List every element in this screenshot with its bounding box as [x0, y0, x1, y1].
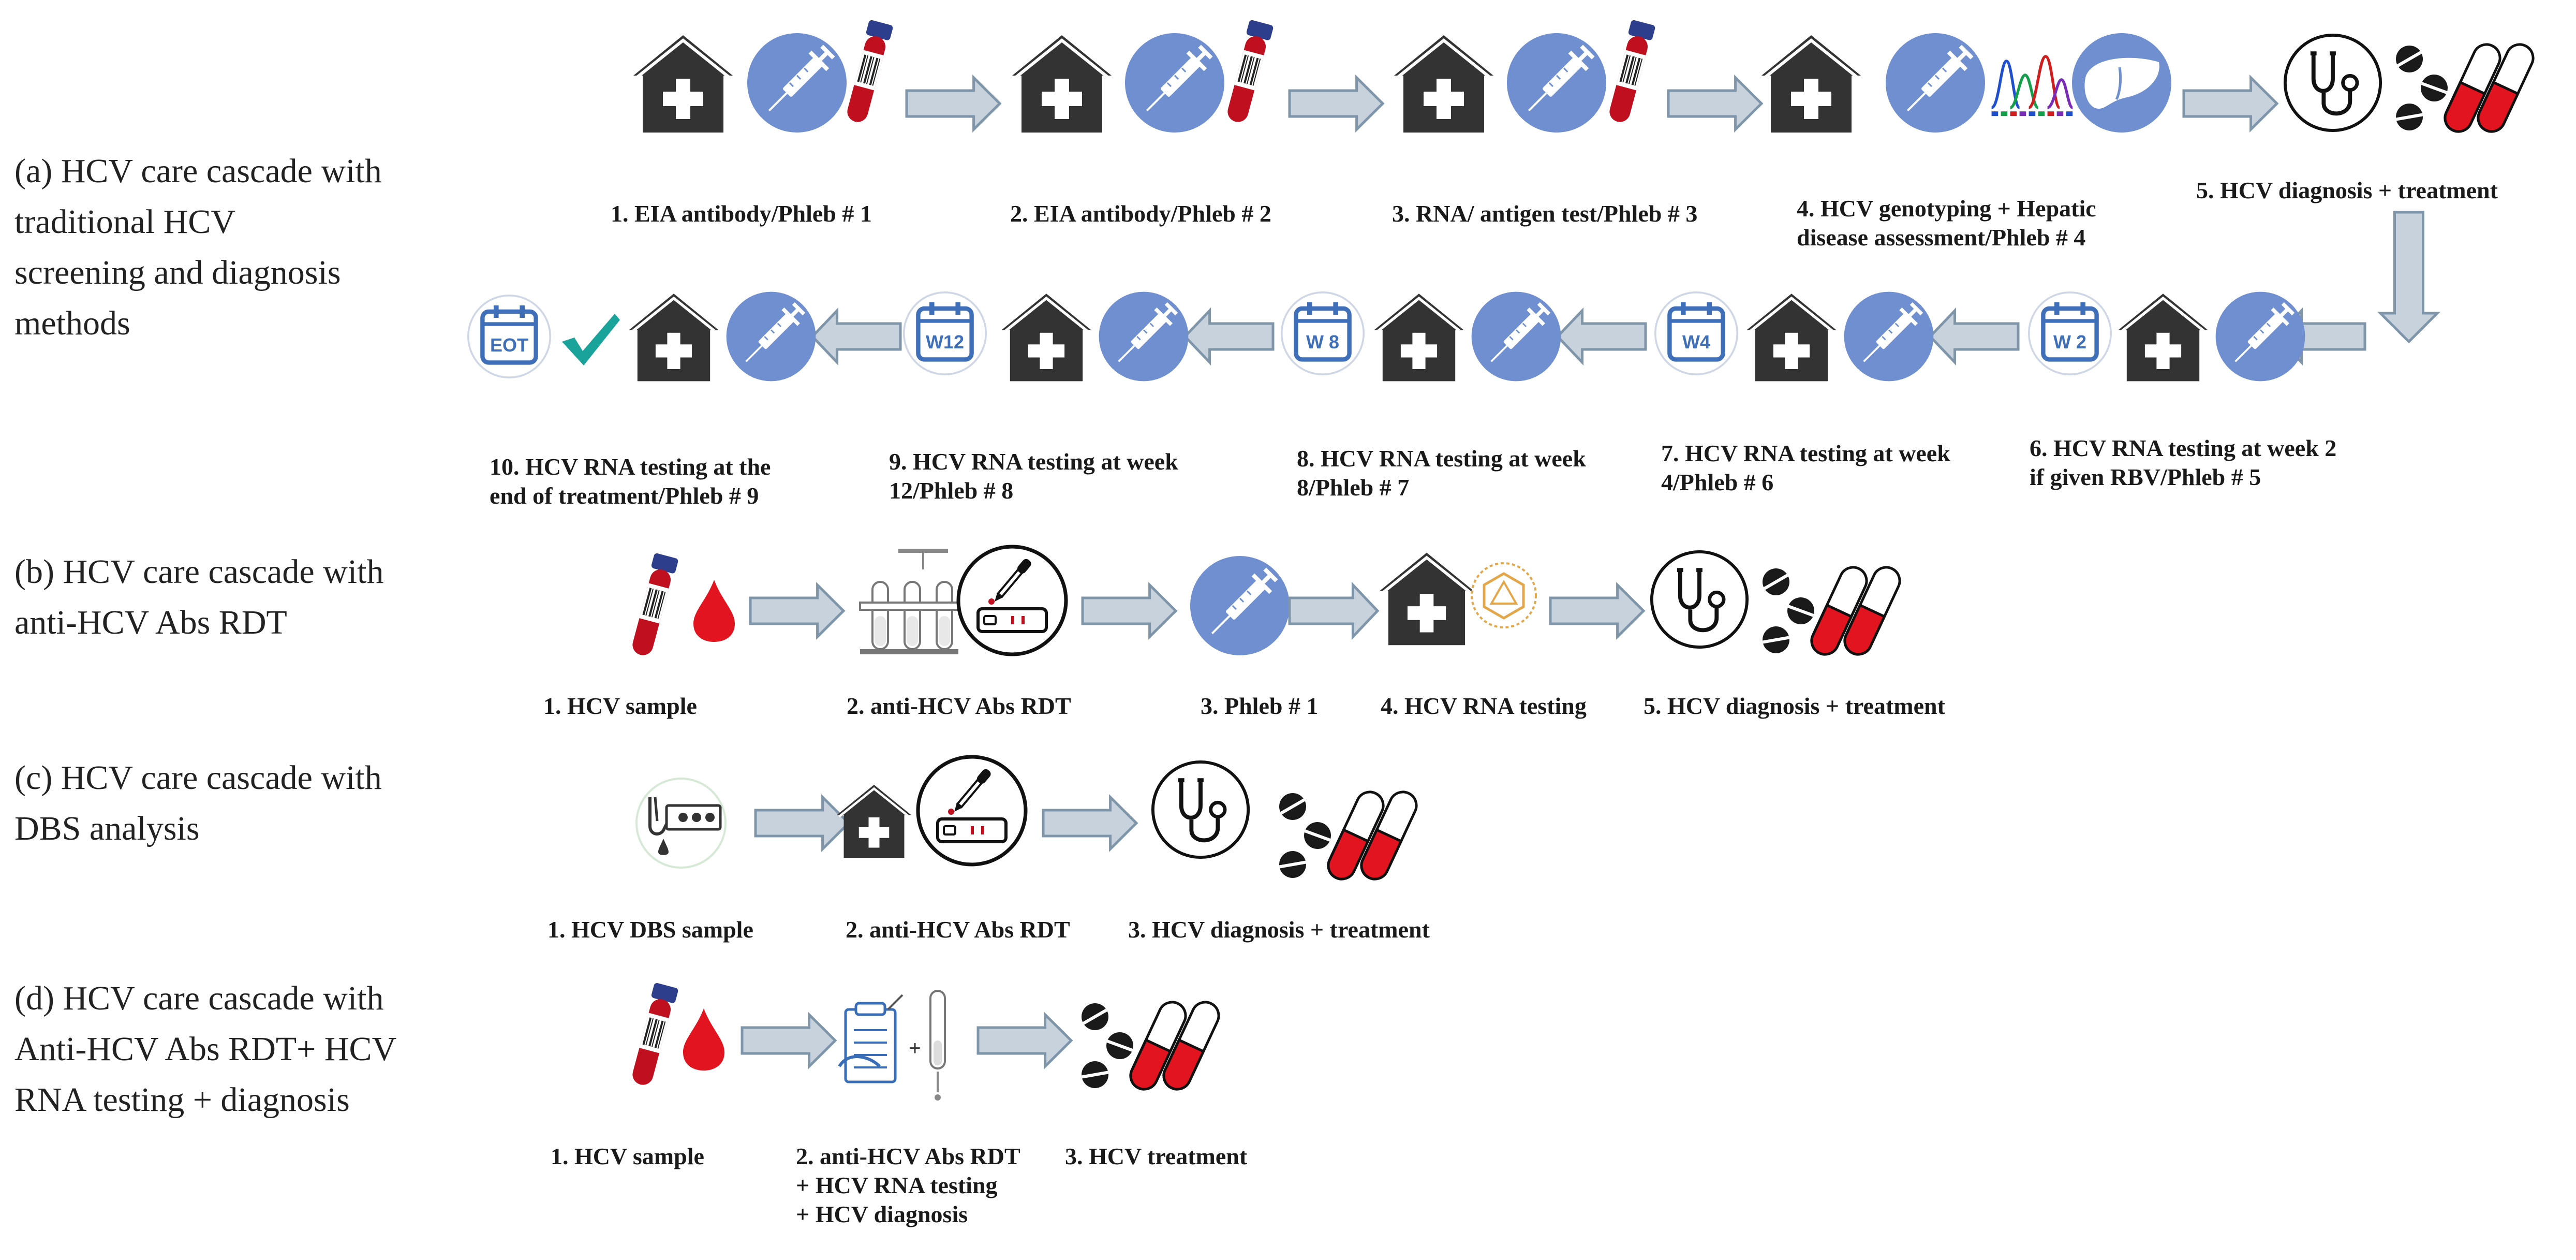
- panel-b-step-1-label: 1. HCV sample: [543, 693, 697, 719]
- panel-b-step-4-label: 4. HCV RNA testing: [1381, 693, 1587, 719]
- panel-a-calendar-icon-w12: W12: [902, 291, 987, 376]
- panel-a-arrow-2: [1288, 74, 1385, 133]
- panel-a-hospital-icon-1: [633, 35, 733, 133]
- panel-b-hcv-virus-shape: [1471, 562, 1537, 628]
- panel-a-calendar-icon-w2: W 2: [2027, 291, 2112, 376]
- panel-a-arrow-4: [2182, 74, 2279, 133]
- panel-a-hospital-icon-9: [629, 294, 719, 382]
- panel-b-pills-capsules-icon: [1762, 566, 1901, 656]
- panel-a-arrow-7: [1556, 307, 1647, 366]
- panel-a-liver-assessment-icon: [2072, 33, 2171, 133]
- panel-a-blood-tube-icon-3: [1609, 20, 1655, 122]
- panel-a-hospital-icon-7: [1374, 294, 1464, 382]
- panel-a-step-5-label: 5. HCV diagnosis + treatment: [2196, 177, 2498, 203]
- panel-d-blood-tube-icon: [632, 983, 678, 1085]
- panel-a-syringe-icon-1: [747, 33, 847, 133]
- panel-a-syringe-icon-2: [1125, 33, 1224, 133]
- panel-a-calendar-icon-w12-text: W12: [926, 331, 964, 353]
- panel-a-syringe-icon-4: [1886, 33, 1985, 133]
- panel-a-syringe-icon-3: [1507, 33, 1606, 133]
- panel-a-step-4-label: 4. HCV genotyping + Hepatic disease asse…: [1797, 195, 2096, 251]
- panel-a-calendar-icon-w8: W 8: [1280, 291, 1365, 376]
- panel-c-stethoscope-icon: [1151, 760, 1250, 859]
- panel-a-calendar-icon-w2-text: W 2: [2053, 331, 2086, 353]
- panel-c-pills-capsules-icon: [1279, 790, 1418, 881]
- panel-b-arrow-1: [749, 581, 846, 640]
- panel-a-hospital-icon-6: [1746, 294, 1837, 382]
- panel-d-step-3-label: 3. HCV treatment: [1065, 1143, 1248, 1169]
- panel-a-calendar-icon-eot: EOT: [467, 295, 552, 379]
- panel-b-stethoscope-icon: [1650, 550, 1749, 649]
- panel-a-arrow-6: [1928, 307, 2020, 366]
- panel-a-step-7-label: 7. HCV RNA testing at week 4/Phleb # 6: [1661, 440, 1950, 495]
- svg-text:+: +: [909, 1037, 921, 1060]
- panel-b-title: (b) HCV care cascade with anti-HCV Abs R…: [14, 553, 384, 641]
- panel-a-blood-tube-icon-1: [847, 20, 893, 122]
- panel-b-blood-drop-icon: [693, 580, 735, 642]
- panel-a-stethoscope-icon-1: [2283, 33, 2382, 133]
- panel-c-step-1-label: 1. HCV DBS sample: [547, 916, 753, 943]
- panel-a-check-icon: [562, 314, 620, 365]
- panel-b-step-2-label: 2. anti-HCV Abs RDT: [847, 693, 1071, 719]
- panel-a-syringe-icon-8: [1099, 291, 1189, 382]
- panel-b-arrow-2: [1081, 581, 1178, 640]
- panel-a-step-10-label: 10. HCV RNA testing at the end of treatm…: [490, 453, 771, 509]
- panel-b-test-tubes-icon: [859, 549, 959, 654]
- panel-a-calendar-icon-w8-text: W 8: [1306, 331, 1339, 353]
- panel-a-dna-genotyping-icon: [1991, 55, 2074, 116]
- panel-a-arrow-down: [2377, 211, 2441, 344]
- panel-c-arrow-2: [1042, 794, 1138, 853]
- panel-a-arrow-3: [1667, 74, 1764, 133]
- panel-a-step-2-label: 2. EIA antibody/Phleb # 2: [1010, 200, 1271, 227]
- panel-c-dbs-card-icon: [635, 778, 727, 869]
- panel-a-title: (a) HCV care cascade with traditional HC…: [14, 152, 382, 342]
- panel-b-step-5-label: 5. HCV diagnosis + treatment: [1644, 693, 1945, 719]
- panel-a-calendar-icon-eot-text: EOT: [490, 334, 528, 356]
- panel-a-step-9-label: 9. HCV RNA testing at week 12/Phleb # 8: [889, 448, 1178, 504]
- panel-a-syringe-icon-6: [1844, 291, 1934, 382]
- panel-a-calendar-icon-w4-text: W4: [1682, 331, 1710, 353]
- panel-d-pills-capsules-icon: [1081, 1001, 1220, 1091]
- panel-a-step-6-label: 6. HCV RNA testing at week 2 if given RB…: [2030, 435, 2337, 490]
- panel-a-arrow-9: [810, 307, 902, 366]
- panel-a-calendar-icon-w4: W4: [1654, 291, 1739, 376]
- panel-b-step-3-label: 3. Phleb # 1: [1201, 693, 1319, 719]
- panel-c-step-3-label: 3. HCV diagnosis + treatment: [1128, 916, 1430, 943]
- panel-a-arrow-8: [1183, 307, 1275, 366]
- panel-a-hospital-icon-3: [1394, 35, 1493, 133]
- panel-d-title: (d) HCV care cascade with Anti-HCV Abs R…: [14, 979, 397, 1119]
- panel-d-arrow-2: [976, 1011, 1073, 1070]
- panel-a-step-3-label: 3. RNA/ antigen test/Phleb # 3: [1392, 200, 1698, 227]
- panel-c-step-2-label: 2. anti-HCV Abs RDT: [846, 916, 1070, 943]
- panel-c-hospital-icon: [837, 785, 911, 858]
- panel-a-hospital-icon-2: [1012, 35, 1112, 133]
- panel-a-step-1-label: 1. EIA antibody/Phleb # 1: [611, 200, 872, 227]
- panel-a-arrow-1: [905, 74, 1002, 133]
- panel-a-hospital-icon-4: [1761, 35, 1861, 133]
- panel-c-arrow-1: [754, 794, 851, 853]
- panel-a-hospital-icon-8: [1001, 294, 1091, 382]
- panel-b-arrow-4: [1549, 581, 1646, 640]
- panel-b-arrow-3: [1288, 581, 1380, 640]
- panel-b-syringe-icon: [1190, 556, 1290, 655]
- panel-d-arrow-1: [741, 1011, 837, 1070]
- panel-c-rdt-icon: [916, 755, 1028, 867]
- panel-a-hospital-icon-5: [2118, 294, 2208, 382]
- panel-b-blood-tube-icon: [632, 553, 678, 655]
- panel-a-step-8-label: 8. HCV RNA testing at week 8/Phleb # 7: [1297, 445, 1586, 501]
- panel-d-blood-drop-icon: [683, 1008, 724, 1071]
- panel-d-step-1-label: 1. HCV sample: [551, 1143, 704, 1169]
- panel-a-syringe-icon-9: [726, 291, 816, 382]
- panel-d-clipboard-rdt-icon: +: [838, 990, 946, 1101]
- panel-d-step-2-label: 2. anti-HCV Abs RDT + HCV RNA testing + …: [796, 1143, 1020, 1227]
- panel-a-blood-tube-icon-2: [1227, 20, 1274, 122]
- panel-a-syringe-icon-7: [1471, 291, 1561, 382]
- panel-a-syringe-icon-5: [2215, 291, 2305, 382]
- panel-c-title: (c) HCV care cascade with DBS analysis: [14, 759, 382, 847]
- panel-a-pills-capsules-icon-1: [2395, 43, 2535, 133]
- panel-b-hospital-icon: [1379, 552, 1474, 646]
- panel-b-rdt-icon: [956, 545, 1068, 656]
